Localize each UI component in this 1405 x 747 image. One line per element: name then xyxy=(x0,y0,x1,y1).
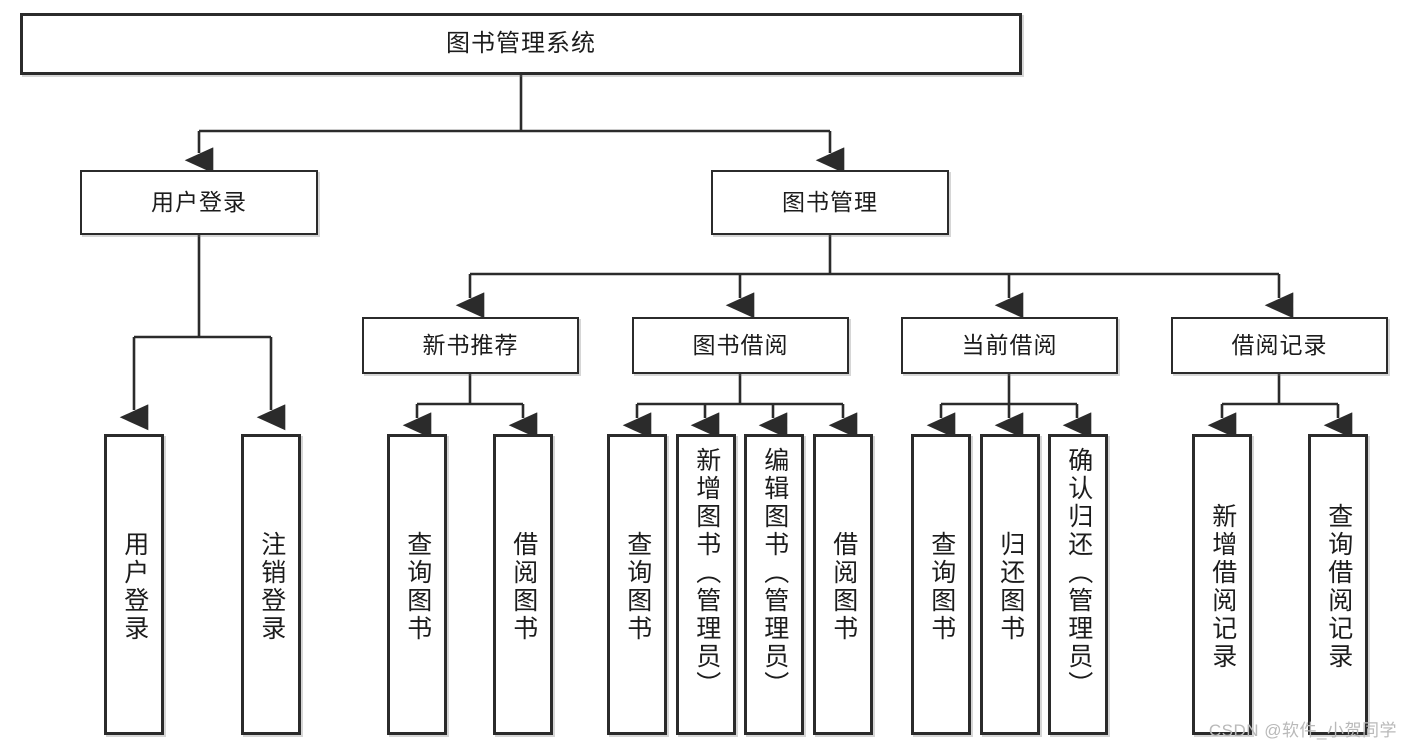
leaf-borrow-add-book[interactable]: 新增图书（管理员） xyxy=(676,434,736,735)
leaf-borrow-borrow-book-label: 借阅图书 xyxy=(829,530,858,643)
leaf-records-query-record[interactable]: 查询借阅记录 xyxy=(1308,434,1368,735)
node-borrow-records-label: 借阅记录 xyxy=(1231,332,1328,359)
leaf-borrow-add-book-label: 新增图书（管理员） xyxy=(692,447,721,699)
leaf-borrow-edit-book-label: 编辑图书（管理员） xyxy=(760,447,789,699)
leaf-current-return-book-label: 归还图书 xyxy=(996,530,1025,643)
node-new-book-recommend-label: 新书推荐 xyxy=(422,332,519,359)
node-borrow-records[interactable]: 借阅记录 xyxy=(1171,317,1388,374)
leaf-borrow-query-book[interactable]: 查询图书 xyxy=(607,434,667,735)
leaf-current-query-book[interactable]: 查询图书 xyxy=(911,434,971,735)
leaf-recommend-borrow-book-label: 借阅图书 xyxy=(509,530,538,643)
node-book-management-label: 图书管理 xyxy=(782,189,878,216)
csdn-watermark: CSDN @软件_小贺同学 xyxy=(1208,721,1397,740)
node-new-book-recommend[interactable]: 新书推荐 xyxy=(362,317,579,374)
leaf-current-confirm-return[interactable]: 确认归还（管理员） xyxy=(1048,434,1108,735)
leaf-records-add-record[interactable]: 新增借阅记录 xyxy=(1192,434,1252,735)
leaf-borrow-query-book-label: 查询图书 xyxy=(623,530,652,643)
node-root-label: 图书管理系统 xyxy=(446,30,596,58)
leaf-records-add-record-label: 新增借阅记录 xyxy=(1208,502,1237,671)
leaf-records-query-record-label: 查询借阅记录 xyxy=(1324,502,1353,671)
leaf-borrow-edit-book[interactable]: 编辑图书（管理员） xyxy=(744,434,804,735)
node-book-borrow[interactable]: 图书借阅 xyxy=(632,317,849,374)
leaf-recommend-query-book-label: 查询图书 xyxy=(403,530,432,643)
leaf-user-login-login[interactable]: 用户登录 xyxy=(104,434,164,735)
leaf-current-query-book-label: 查询图书 xyxy=(927,530,956,643)
leaf-recommend-borrow-book[interactable]: 借阅图书 xyxy=(493,434,553,735)
node-root[interactable]: 图书管理系统 xyxy=(20,13,1022,75)
leaf-current-confirm-return-label: 确认归还（管理员） xyxy=(1064,447,1093,699)
node-user-login[interactable]: 用户登录 xyxy=(80,170,318,235)
leaf-current-return-book[interactable]: 归还图书 xyxy=(980,434,1040,735)
node-book-borrow-label: 图书借阅 xyxy=(692,332,789,359)
leaf-user-login-logout[interactable]: 注销登录 xyxy=(241,434,301,735)
leaf-borrow-borrow-book[interactable]: 借阅图书 xyxy=(813,434,873,735)
node-current-borrow-label: 当前借阅 xyxy=(961,332,1058,359)
node-current-borrow[interactable]: 当前借阅 xyxy=(901,317,1118,374)
leaf-recommend-query-book[interactable]: 查询图书 xyxy=(387,434,447,735)
node-book-management[interactable]: 图书管理 xyxy=(711,170,949,235)
leaf-user-login-login-label: 用户登录 xyxy=(120,530,149,643)
leaf-user-login-logout-label: 注销登录 xyxy=(257,530,286,643)
node-user-login-label: 用户登录 xyxy=(151,189,247,216)
